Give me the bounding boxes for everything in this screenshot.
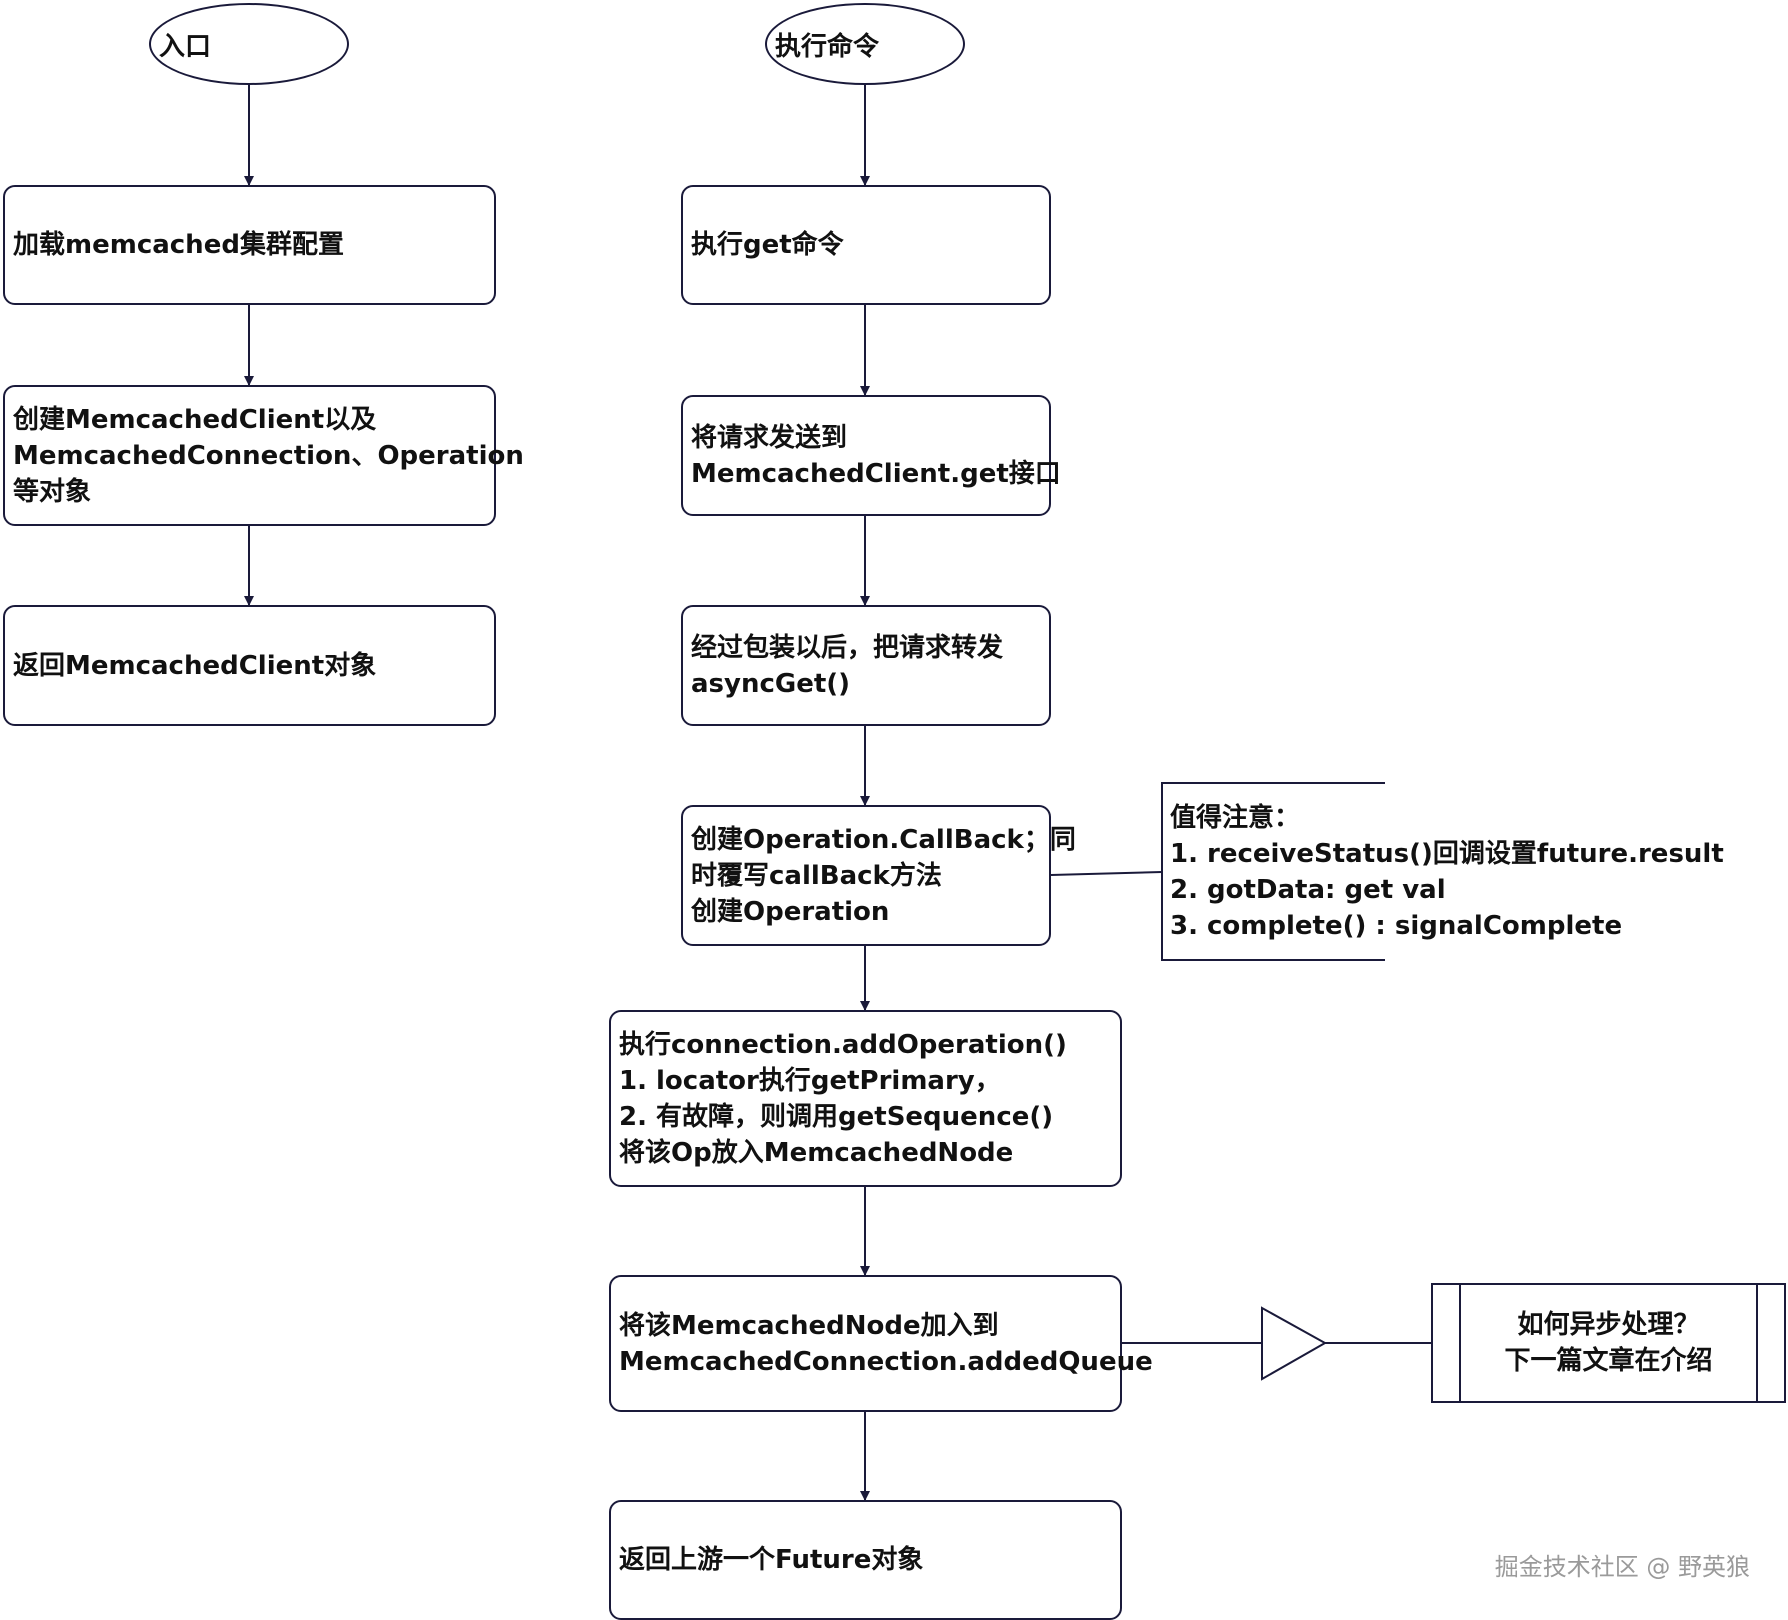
left-step-2-line-2: MemcachedConnection、Operation: [13, 440, 524, 471]
right-step-1-line-1: 执行get命令: [691, 230, 844, 260]
async-process-text: 如何异步处理？ 下一篇文章在介绍: [1460, 1284, 1757, 1402]
right-step-6-line-2: MemcachedConnection.addedQueue: [619, 1346, 1153, 1377]
right-step-6: 将该MemcachedNode加入到 MemcachedConnection.a…: [609, 1275, 1153, 1412]
left-step-2: 创建MemcachedClient以及 MemcachedConnection、…: [3, 385, 524, 526]
right-start-oval: 执行命令: [765, 3, 965, 85]
left-step-3: 返回MemcachedClient对象: [3, 605, 496, 726]
annotation-note: 值得注意： 1. receiveStatus()回调设置future.resul…: [1170, 800, 1724, 944]
async-process-line-2: 下一篇文章在介绍: [1504, 1346, 1713, 1376]
left-start-label: 入口: [159, 31, 212, 62]
right-step-3: 经过包装以后，把请求转发 asyncGet(): [681, 605, 1051, 726]
async-process-line-1: 如何异步处理？: [1517, 1310, 1700, 1340]
right-step-6-line-1: 将该MemcachedNode加入到: [619, 1310, 999, 1341]
right-step-5-line-2: 1. locator执行getPrimary，: [619, 1065, 1001, 1096]
async-triangle: [1261, 1306, 1328, 1381]
right-step-2-line-1: 将请求发送到: [691, 422, 848, 453]
right-start-label: 执行命令: [775, 31, 880, 62]
annotation-bracket: [1161, 782, 1385, 961]
left-step-3-line-1: 返回MemcachedClient对象: [13, 650, 377, 681]
right-step-4: 创建Operation.CallBack；同 时覆写callBack方法 创建O…: [681, 805, 1076, 946]
right-step-3-line-2: asyncGet(): [691, 668, 851, 699]
right-step-5: 执行connection.addOperation() 1. locator执行…: [609, 1010, 1122, 1187]
left-step-2-line-1: 创建MemcachedClient以及: [13, 404, 377, 435]
right-step-5-line-3: 2. 有故障，则调用getSequence(): [619, 1101, 1054, 1132]
async-process-box: [1431, 1283, 1786, 1403]
left-step-1-line-1: 加载memcached集群配置: [13, 230, 344, 260]
right-step-2-line-2: MemcachedClient.get接口: [691, 458, 1061, 489]
right-step-5-line-1: 执行connection.addOperation(): [619, 1029, 1067, 1060]
annotation-line-2: 1. receiveStatus()回调设置future.result: [1170, 839, 1724, 869]
annotation-line-4: 3. complete() : signalComplete: [1170, 911, 1623, 941]
right-step-7-line-1: 返回上游一个Future对象: [619, 1545, 924, 1575]
watermark: 掘金技术社区 @ 野英狼: [1494, 1553, 1750, 1581]
left-step-1: 加载memcached集群配置: [3, 185, 496, 305]
right-step-2: 将请求发送到 MemcachedClient.get接口: [681, 395, 1061, 516]
right-step-1: 执行get命令: [681, 185, 1051, 305]
annotation-line-3: 2. gotData: get val: [1170, 875, 1446, 905]
right-step-4-line-2: 时覆写callBack方法: [691, 860, 942, 891]
annotation-line-1: 值得注意：: [1170, 803, 1301, 833]
right-step-4-line-1: 创建Operation.CallBack；同: [691, 824, 1076, 855]
right-step-5-line-4: 将该Op放入MemcachedNode: [619, 1137, 1014, 1168]
right-step-7: 返回上游一个Future对象: [609, 1500, 1122, 1620]
annotation-connector: [1050, 871, 1163, 876]
left-start-oval: 入口: [149, 3, 349, 85]
left-step-2-line-3: 等对象: [13, 476, 92, 507]
right-step-3-line-1: 经过包装以后，把请求转发: [691, 632, 1004, 663]
right-step-4-line-3: 创建Operation: [691, 896, 890, 927]
